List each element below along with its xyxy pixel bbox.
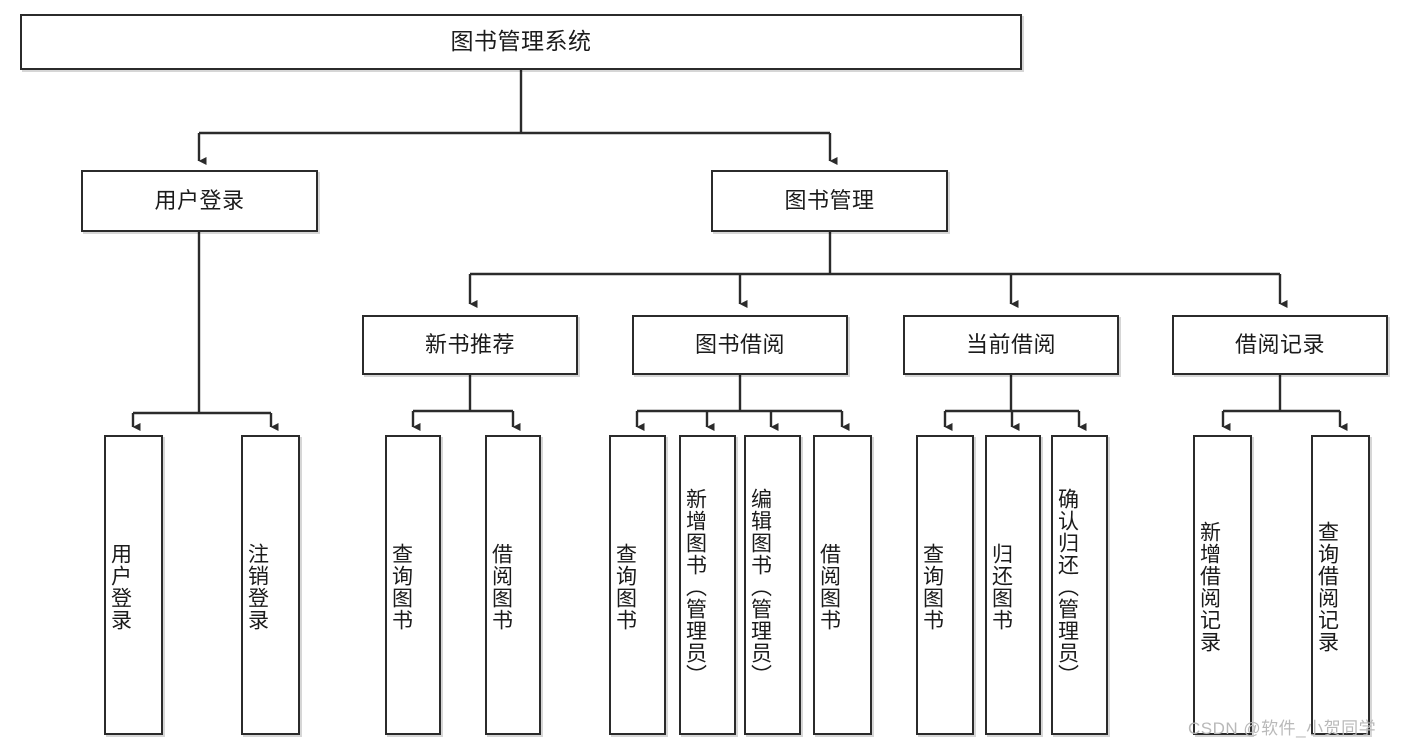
node-label: 查询图书 bbox=[613, 543, 637, 631]
node-label: 查询图书 bbox=[920, 543, 944, 631]
node-label: 新增图书（管理员） bbox=[683, 488, 707, 686]
node-label: 注销登录 bbox=[245, 543, 269, 631]
node-label: 借阅记录 bbox=[1234, 332, 1325, 358]
node-current-borrow[interactable]: 当前借阅 bbox=[903, 315, 1119, 375]
node-borrow-record[interactable]: 借阅记录 bbox=[1172, 315, 1388, 375]
node-book-borrow[interactable]: 图书借阅 bbox=[632, 315, 848, 375]
node-label: 图书管理 bbox=[784, 188, 875, 214]
node-label: 归还图书 bbox=[989, 543, 1013, 631]
leaf-borrow-book-recommend[interactable]: 借阅图书 bbox=[485, 435, 541, 735]
leaf-query-book-current[interactable]: 查询图书 bbox=[916, 435, 974, 735]
node-label: 借阅图书 bbox=[817, 543, 841, 631]
node-user-login[interactable]: 用户登录 bbox=[81, 170, 318, 232]
node-label: 新增借阅记录 bbox=[1197, 521, 1221, 653]
node-label: 用户登录 bbox=[154, 188, 245, 214]
leaf-logout[interactable]: 注销登录 bbox=[241, 435, 300, 735]
leaf-return-book[interactable]: 归还图书 bbox=[985, 435, 1041, 735]
leaf-edit-book-admin[interactable]: 编辑图书（管理员） bbox=[744, 435, 801, 735]
node-label: 用户登录 bbox=[108, 543, 132, 631]
leaf-add-book-admin[interactable]: 新增图书（管理员） bbox=[679, 435, 736, 735]
leaf-query-book-borrow[interactable]: 查询图书 bbox=[609, 435, 666, 735]
leaf-query-borrow-record[interactable]: 查询借阅记录 bbox=[1311, 435, 1370, 735]
node-label: 查询借阅记录 bbox=[1315, 521, 1339, 653]
node-new-book-recommend[interactable]: 新书推荐 bbox=[362, 315, 578, 375]
node-label: 图书借阅 bbox=[694, 332, 785, 358]
leaf-user-login[interactable]: 用户登录 bbox=[104, 435, 163, 735]
node-label: 确认归还（管理员） bbox=[1055, 488, 1079, 686]
leaf-confirm-return-admin[interactable]: 确认归还（管理员） bbox=[1051, 435, 1108, 735]
leaf-add-borrow-record[interactable]: 新增借阅记录 bbox=[1193, 435, 1252, 735]
leaf-borrow-book[interactable]: 借阅图书 bbox=[813, 435, 872, 735]
node-label: 图书管理系统 bbox=[450, 28, 592, 55]
node-label: 查询图书 bbox=[389, 543, 413, 631]
node-label: 当前借阅 bbox=[965, 332, 1056, 358]
leaf-query-book-recommend[interactable]: 查询图书 bbox=[385, 435, 441, 735]
node-label: 编辑图书（管理员） bbox=[748, 488, 772, 686]
node-label: 借阅图书 bbox=[489, 543, 513, 631]
node-root[interactable]: 图书管理系统 bbox=[20, 14, 1022, 70]
csdn-watermark: CSDN @软件_小贺同学 bbox=[1188, 719, 1377, 738]
node-label: 新书推荐 bbox=[424, 332, 515, 358]
node-book-management[interactable]: 图书管理 bbox=[711, 170, 948, 232]
